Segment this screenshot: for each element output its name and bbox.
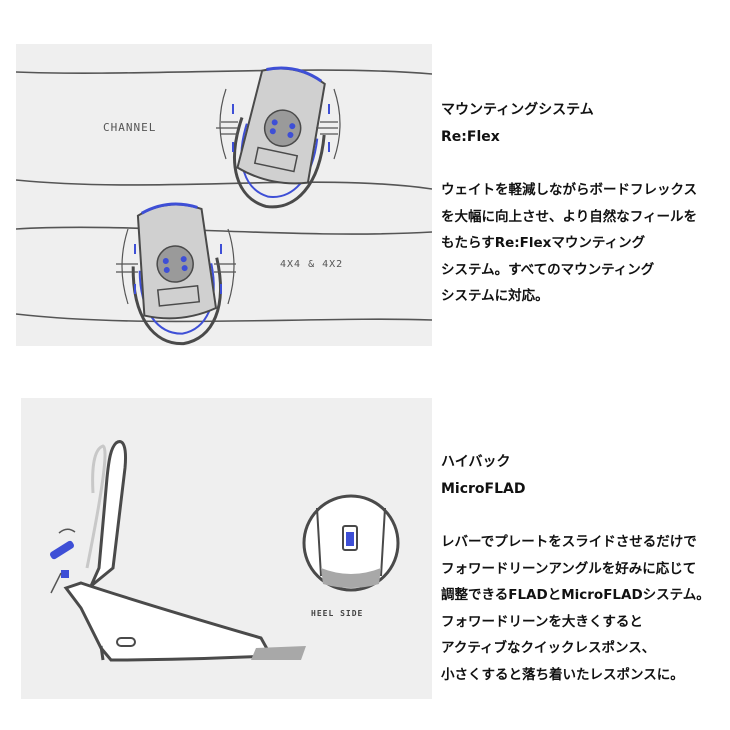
heel-side-label: HEEL SIDE [311, 609, 364, 618]
highback-body: レバーでプレートをスライドさせるだけで フォワードリーンアングルを好みに応じて … [441, 529, 726, 688]
reflex-description: マウンティングシステム Re:Flex ウェイトを軽減しながらボードフレックス … [441, 97, 726, 310]
reflex-diagram: CHANNEL 4X4 & 4X2 [16, 44, 432, 346]
fourx-arrows [116, 228, 236, 305]
reflex-title: マウンティングシステム [441, 102, 594, 118]
highback-body-line: レバーでプレートをスライドさせるだけで [441, 534, 697, 550]
reflex-body-line: システム。すべてのマウンティング [441, 261, 655, 278]
reflex-body-line: ウェイトを軽減しながらボードフレックス [441, 182, 698, 198]
fourx-label: 4X4 & 4X2 [280, 259, 344, 270]
reflex-subtitle: Re:Flex [441, 129, 500, 145]
reflex-body: ウェイトを軽減しながらボードフレックス を大幅に向上させ、より自然なフィールを … [441, 177, 726, 310]
highback-subtitle: MicroFLAD [441, 481, 526, 497]
reflex-body-line: もたらすRe:Flexマウンティング [441, 235, 646, 251]
highback-title: ハイバック [441, 454, 511, 470]
fourx-binding [131, 202, 222, 346]
highback-body-line: 調整できるFLADとMicroFLADシステム。 [441, 587, 710, 603]
highback-body-line: フォワードリーンを大きくすると [441, 613, 643, 630]
highback-description: ハイバック MicroFLAD レバーでプレートをスライドさせるだけで フォワー… [441, 449, 726, 688]
reflex-body-line: を大幅に向上させ、より自然なフィールを [441, 208, 697, 225]
highback-body-line: フォワードリーンアングルを好みに応じて [441, 560, 697, 577]
highback-body-line: 小さくすると落ち着いたレスポンスに。 [441, 666, 684, 683]
highback-diagram: HEEL SIDE [21, 398, 432, 699]
channel-arrows [216, 88, 341, 160]
highback-body-line: アクティブなクイックレスポンス、 [441, 640, 656, 656]
highback-illustration [49, 440, 400, 662]
reflex-illustration [16, 66, 432, 346]
channel-binding [233, 66, 326, 209]
channel-label: CHANNEL [103, 121, 157, 134]
reflex-body-line: システムに対応。 [441, 288, 549, 304]
